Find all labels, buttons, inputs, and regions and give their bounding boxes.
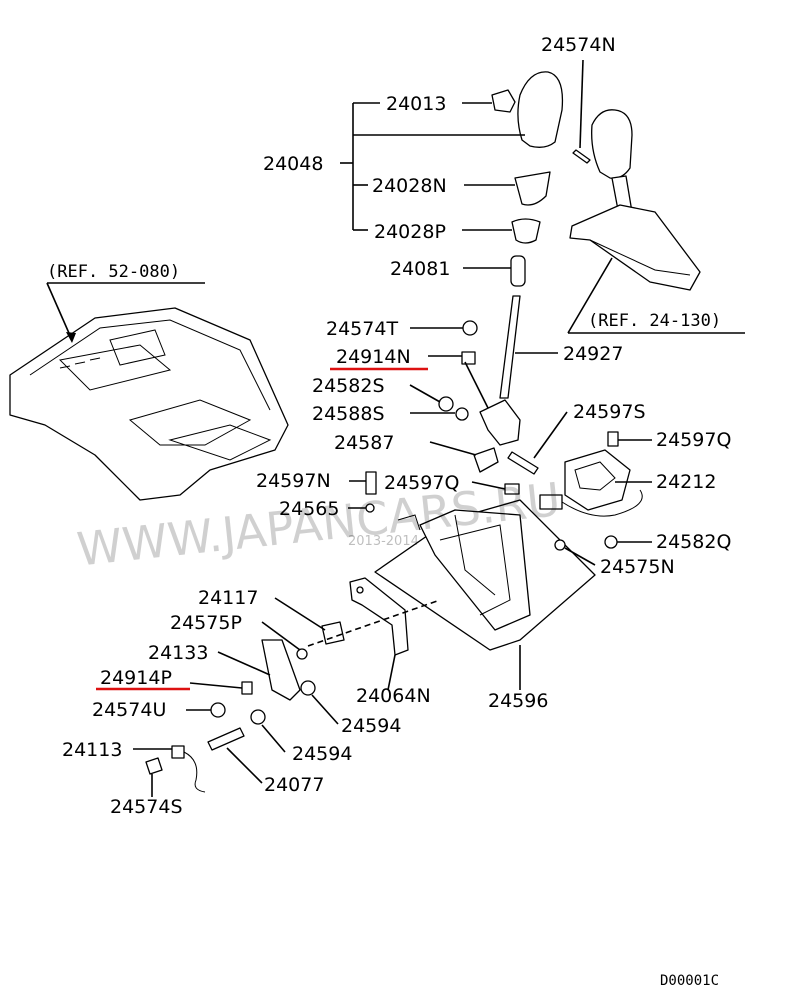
small-nut-24574T [462, 320, 478, 336]
lever-base [479, 399, 521, 446]
label-24574U[interactable]: 24574U [92, 699, 166, 721]
label-24077[interactable]: 24077 [264, 774, 324, 796]
label-24596[interactable]: 24596 [488, 690, 548, 712]
diagram-code: D00001C [660, 973, 719, 989]
console-cover [9, 307, 289, 501]
label-24587[interactable]: 24587 [334, 432, 394, 454]
label-ref-52-080[interactable]: (REF. 52-080) [47, 262, 180, 282]
bolt-24574U [210, 702, 226, 718]
clip-24575P [296, 648, 308, 660]
label-24597Q-mid[interactable]: 24597Q [384, 472, 459, 494]
bolt-24597N [365, 471, 377, 495]
knob-cover [514, 171, 551, 206]
label-24028P[interactable]: 24028P [374, 221, 446, 243]
bushing-24594-a [300, 680, 316, 696]
shift-lever-assembly-ref [569, 109, 701, 291]
bolt-24597Q-top [607, 431, 619, 447]
label-24575N[interactable]: 24575N [600, 556, 675, 578]
bushing-24594-b [250, 709, 266, 725]
label-24582Q[interactable]: 24582Q [656, 531, 731, 553]
label-24117[interactable]: 24117 [198, 587, 258, 609]
label-24588S[interactable]: 24588S [312, 403, 385, 425]
label-24574N[interactable]: 24574N [541, 34, 616, 56]
clip-24914P [241, 681, 253, 695]
label-24565[interactable]: 24565 [279, 498, 339, 520]
shifter-bracket [374, 499, 596, 651]
solenoid-24212 [539, 449, 643, 517]
switch-24117 [321, 621, 345, 645]
label-24574S[interactable]: 24574S [110, 796, 183, 818]
watermark-year: 2013-2014 [348, 534, 419, 549]
label-24914P[interactable]: 24914P [100, 667, 172, 689]
screw-24574S [145, 757, 163, 775]
label-24594-b[interactable]: 24594 [292, 743, 352, 765]
nut-24582S [438, 396, 454, 412]
label-ref-24-130[interactable]: (REF. 24-130) [588, 311, 721, 331]
label-24028N[interactable]: 24028N [372, 175, 447, 197]
label-24582S[interactable]: 24582S [312, 375, 385, 397]
label-24914N[interactable]: 24914N [336, 346, 411, 368]
pin-24077 [207, 727, 245, 751]
label-24597N[interactable]: 24597N [256, 470, 331, 492]
label-24013[interactable]: 24013 [386, 93, 446, 115]
leader-lines [133, 59, 652, 797]
knob-sleeve [511, 218, 541, 244]
label-24212[interactable]: 24212 [656, 471, 716, 493]
label-24574T[interactable]: 24574T [326, 318, 398, 340]
label-24133[interactable]: 24133 [148, 642, 208, 664]
nut-24588S [455, 407, 469, 421]
label-24048[interactable]: 24048 [263, 153, 323, 175]
shift-knob [517, 71, 564, 148]
label-24081[interactable]: 24081 [390, 258, 450, 280]
nut-24582Q [604, 535, 618, 549]
label-24594-a[interactable]: 24594 [341, 715, 401, 737]
lever-rod [499, 255, 526, 399]
clip-24914N [461, 351, 476, 365]
label-24927[interactable]: 24927 [563, 343, 623, 365]
harness-24113 [171, 745, 206, 793]
bushing-24587 [473, 447, 499, 473]
label-24597S[interactable]: 24597S [573, 401, 646, 423]
label-24113[interactable]: 24113 [62, 739, 122, 761]
bolt-24597S [507, 451, 539, 475]
knob-screw [572, 149, 591, 164]
label-24575P[interactable]: 24575P [170, 612, 242, 634]
knob-button [491, 89, 516, 113]
detent-plate [349, 577, 409, 656]
label-24597Q-top[interactable]: 24597Q [656, 429, 731, 451]
lever-24133 [261, 639, 301, 701]
label-24064N[interactable]: 24064N [356, 685, 431, 707]
